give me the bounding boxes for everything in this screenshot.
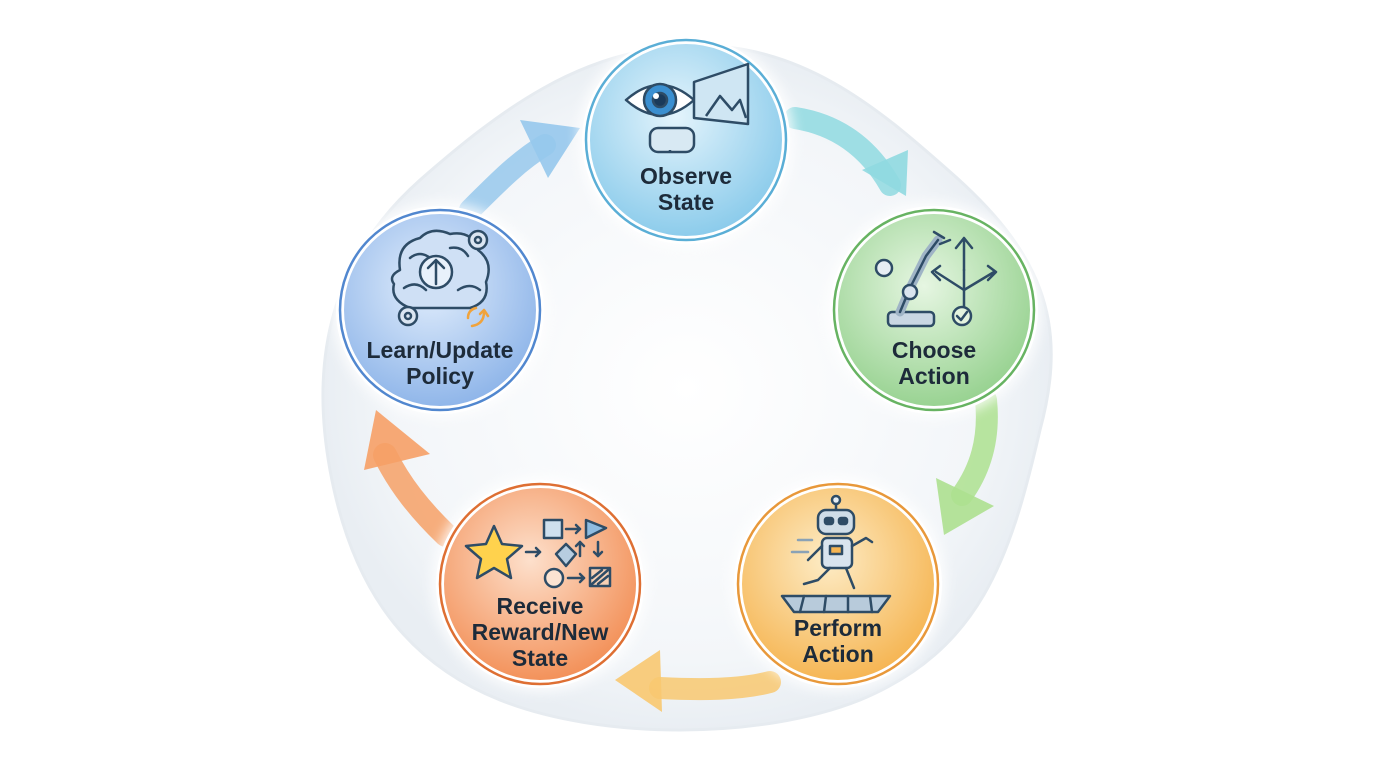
node-receive-label-1: Receive xyxy=(497,593,584,619)
node-perform-label-1: Perform xyxy=(794,615,882,641)
arrow-choose-to-perform xyxy=(951,389,998,506)
node-choose-label-2: Action xyxy=(898,363,970,389)
robot-arm-branch-icon xyxy=(874,230,998,328)
node-learn-update-policy: Learn/Update Policy xyxy=(332,202,548,418)
node-perform-action: Perform Action xyxy=(730,476,946,692)
node-perform-label-2: Action xyxy=(802,641,874,667)
arrowhead-observe-to-choose xyxy=(862,150,908,196)
eye-robot-icon xyxy=(624,62,750,154)
node-observe-state: Observe State xyxy=(578,32,794,248)
node-receive-label-3: State xyxy=(512,645,568,671)
brain-gear-icon xyxy=(390,229,490,328)
running-robot-icon xyxy=(780,494,892,614)
arrowhead-receive-to-learn xyxy=(364,410,430,470)
arrow-perform-to-receive xyxy=(649,671,781,701)
arrow-receive-to-learn xyxy=(373,443,458,547)
star-reward-icon xyxy=(464,518,612,589)
node-choose-action: Choose Action xyxy=(826,202,1042,418)
node-choose-label-1: Choose xyxy=(892,337,976,363)
node-observe-label-2: State xyxy=(658,189,714,215)
arrowhead-perform-to-receive xyxy=(615,650,662,712)
node-receive-reward: Receive Reward/New State xyxy=(432,476,648,692)
node-learn-label-1: Learn/Update xyxy=(367,337,514,363)
node-observe-label-1: Observe xyxy=(640,163,732,189)
arrow-layer xyxy=(364,107,998,712)
node-receive-label-2: Reward/New xyxy=(472,619,609,645)
arrowhead-choose-to-perform xyxy=(936,478,994,535)
node-learn-label-2: Policy xyxy=(406,363,474,389)
arrowhead-learn-to-observe xyxy=(520,120,580,178)
